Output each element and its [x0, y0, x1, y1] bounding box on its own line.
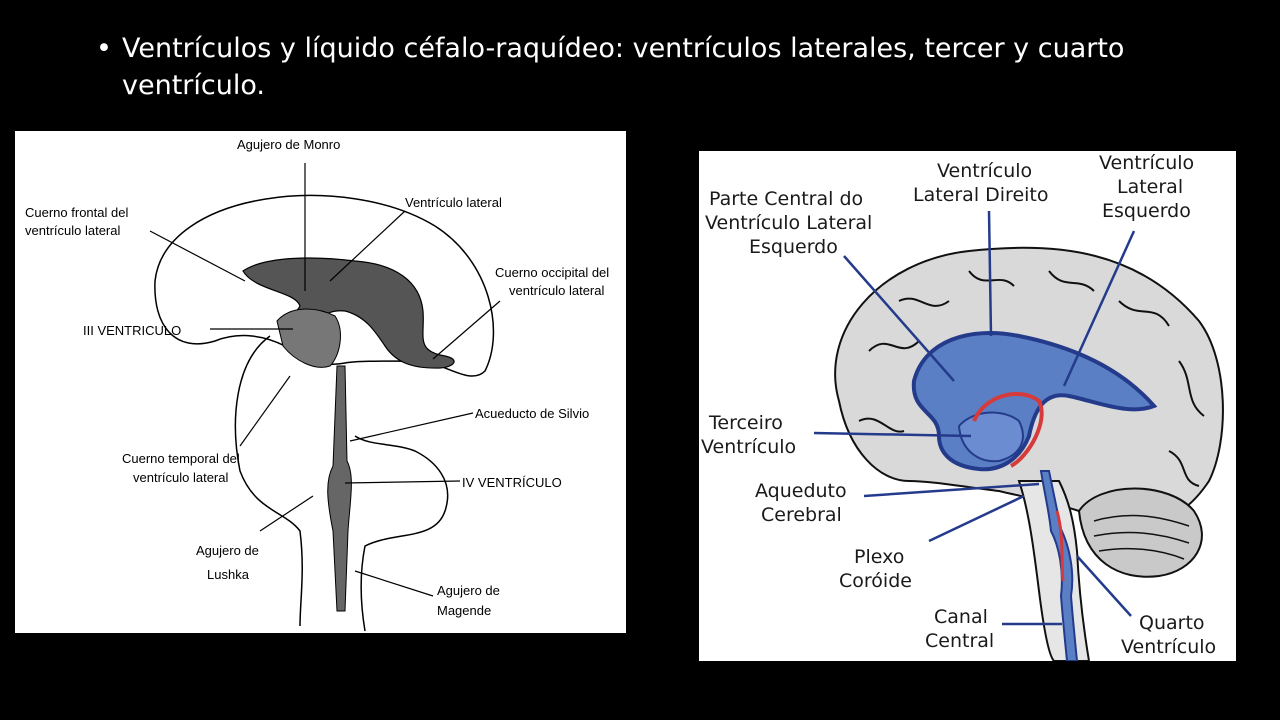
- label-parte-central-2: Ventrículo Lateral: [705, 212, 872, 234]
- label-vld-2: Lateral Direito: [913, 184, 1049, 206]
- cerebellum-folia: [1093, 514, 1190, 560]
- right-diagram-svg: Parte Central do Ventrículo Lateral Esqu…: [701, 152, 1224, 661]
- label-parte-central-3: Esquerdo: [749, 236, 838, 258]
- label-cuerno-frontal-1: Cuerno frontal del: [25, 205, 128, 220]
- label-cuerno-frontal-2: ventrículo lateral: [25, 223, 120, 238]
- label-terceiro-1: Terceiro: [708, 412, 783, 434]
- choroid-plexus-lower: [1055, 510, 1065, 582]
- left-diagram-svg: Agujero de Monro Cuerno frontal del vent…: [25, 137, 609, 632]
- label-lushka-2: Lushka: [207, 567, 250, 582]
- label-plexo-2: Coróide: [839, 570, 912, 592]
- label-cuerno-occipital-1: Cuerno occipital del: [495, 265, 609, 280]
- bullet-marker: •: [96, 33, 112, 64]
- label-quarto-1: Quarto: [1139, 612, 1205, 634]
- left-ventricle-diagram: Agujero de Monro Cuerno frontal del vent…: [15, 131, 626, 633]
- label-quarto-2: Ventrículo: [1121, 636, 1216, 658]
- label-iv-ventriculo: IV VENTRÍCULO: [462, 475, 562, 490]
- right-ventricle-diagram: Parte Central do Ventrículo Lateral Esqu…: [699, 151, 1236, 661]
- label-lushka-1: Agujero de: [196, 543, 259, 558]
- aqueduct-fourth-ventricle-shape: [327, 365, 352, 612]
- label-ventriculo-lateral: Ventrículo lateral: [405, 195, 502, 210]
- cerebellum-outline: [354, 435, 449, 632]
- label-aqueduto-1: Aqueduto: [755, 480, 847, 502]
- label-plexo-1: Plexo: [854, 546, 904, 568]
- label-aqueduto-2: Cerebral: [761, 504, 842, 526]
- label-magende-1: Agujero de: [437, 583, 500, 598]
- lateral-ventricle-shape: [242, 257, 455, 369]
- right-leader-lines: [813, 210, 1136, 626]
- brainstem-outline-left: [234, 335, 303, 627]
- label-magende-2: Magende: [437, 603, 491, 618]
- label-canal-1: Canal: [934, 606, 988, 628]
- third-ventricle-shape: [276, 308, 341, 368]
- brain-gyri: [858, 270, 1205, 487]
- label-acueducto: Acueducto de Silvio: [475, 406, 589, 421]
- left-leader-lines: [149, 163, 501, 597]
- slide-title: • Ventrículos y líquido céfalo-raquídeo:…: [96, 30, 1176, 104]
- label-cuerno-temporal-2: ventrículo lateral: [133, 470, 228, 485]
- label-vle-2: Lateral: [1117, 176, 1183, 198]
- label-parte-central-1: Parte Central do: [709, 188, 863, 210]
- label-canal-2: Central: [925, 630, 994, 652]
- label-iii-ventriculo: III VENTRICULO: [83, 323, 181, 338]
- label-cuerno-occipital-2: ventrículo lateral: [509, 283, 604, 298]
- label-vle-1: Ventrículo: [1099, 152, 1194, 174]
- label-vld-1: Ventrículo: [937, 160, 1032, 182]
- label-agujero-monro: Agujero de Monro: [237, 137, 340, 152]
- label-cuerno-temporal-1: Cuerno temporal del: [122, 451, 240, 466]
- label-vle-3: Esquerdo: [1102, 200, 1191, 222]
- choroid-plexus: [972, 391, 1044, 468]
- third-ventricle: [957, 411, 1024, 463]
- label-terceiro-2: Ventrículo: [701, 436, 796, 458]
- title-text: Ventrículos y líquido céfalo-raquídeo: v…: [122, 33, 1125, 101]
